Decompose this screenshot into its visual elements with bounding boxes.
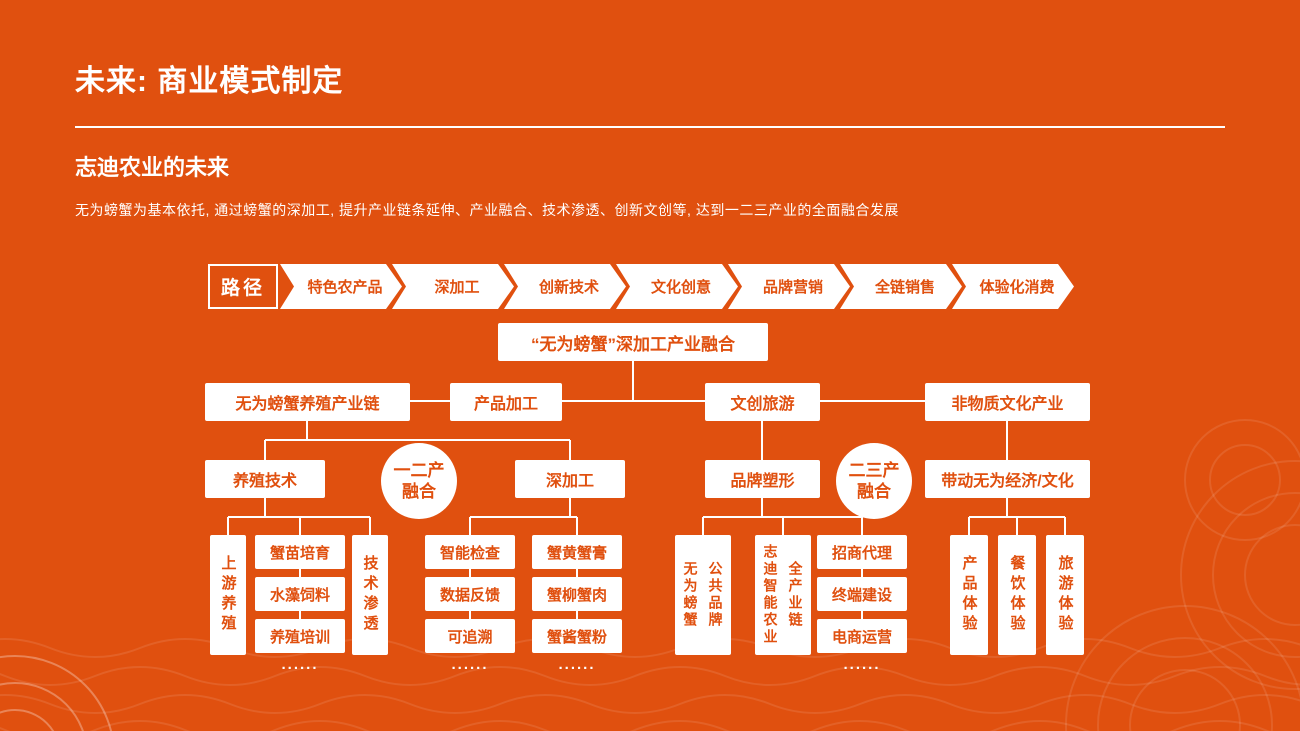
path-step-arrow: 品牌营销 bbox=[728, 264, 850, 309]
path-step-arrow: 深加工 bbox=[392, 264, 514, 309]
leaf-travel-experience-label: 旅游体验 bbox=[1056, 555, 1074, 635]
leaf-investment-agency: 招商代理 bbox=[817, 535, 907, 569]
path-row: 路径 特色农产品 深加工 创新技术 文化创意 品牌营销 全链销售 体验化消费 bbox=[208, 264, 1074, 309]
ellipsis-group2-right: ...... bbox=[558, 656, 596, 673]
ellipsis-group3: ...... bbox=[843, 656, 881, 673]
leaf-full-industry-chain: 志迪智能农业 全产业链 bbox=[755, 535, 811, 655]
section-description: 无为螃蟹为基本依托, 通过螃蟹的深加工, 提升产业链条延伸、产业融合、技术渗透、… bbox=[75, 202, 899, 218]
path-step-arrow: 创新技术 bbox=[504, 264, 626, 309]
title-divider bbox=[75, 126, 1225, 128]
leaf-product-experience: 产品体验 bbox=[950, 535, 988, 655]
leaf-dining-experience-label: 餐饮体验 bbox=[1008, 555, 1026, 635]
leaf-crab-roe-paste: 蟹黄蟹膏 bbox=[532, 535, 622, 569]
leaf-terminal-construction: 终端建设 bbox=[817, 577, 907, 611]
node-intangible-culture-industry: 非物质文化产业 bbox=[925, 383, 1090, 421]
fusion-circle-line2: 融合 bbox=[857, 482, 891, 501]
node-drive-economy-culture: 带动无为经济/文化 bbox=[925, 460, 1090, 498]
path-step-arrow: 全链销售 bbox=[840, 264, 962, 309]
ellipsis-group2-left: ...... bbox=[451, 656, 489, 673]
leaf-ecommerce-operation: 电商运营 bbox=[817, 619, 907, 653]
path-step-arrow: 体验化消费 bbox=[952, 264, 1074, 309]
path-step-arrow: 文化创意 bbox=[616, 264, 738, 309]
fusion-circle-secondary-tertiary: 二三产 融合 bbox=[836, 443, 912, 519]
leaf-full-industry-chain-col1: 志迪智能农业 bbox=[762, 544, 779, 646]
leaf-product-experience-label: 产品体验 bbox=[960, 555, 978, 635]
leaf-public-brand-col1: 无为螃蟹 bbox=[682, 561, 699, 629]
leaf-upstream-breeding-label: 上游养殖 bbox=[219, 555, 237, 635]
leaf-crab-seedling: 蟹苗培育 bbox=[255, 535, 345, 569]
leaf-crab-sauce-powder: 蟹酱蟹粉 bbox=[532, 619, 622, 653]
node-deep-processing: 深加工 bbox=[515, 460, 625, 498]
node-breeding-technology: 养殖技术 bbox=[205, 460, 325, 498]
leaf-data-feedback: 数据反馈 bbox=[425, 577, 515, 611]
node-root: “无为螃蟹”深加工产业融合 bbox=[498, 323, 768, 361]
leaf-public-brand-col2: 公共品牌 bbox=[707, 561, 724, 629]
ellipsis-group1: ...... bbox=[281, 656, 319, 673]
fusion-circle-line2: 融合 bbox=[402, 482, 436, 501]
fusion-circle-line1: 二三产 bbox=[848, 460, 900, 480]
leaf-tech-penetration: 技术渗透 bbox=[352, 535, 388, 655]
path-step-arrow: 特色农产品 bbox=[280, 264, 402, 309]
leaf-tech-penetration-label: 技术渗透 bbox=[361, 555, 379, 635]
fusion-circle-line1: 一二产 bbox=[393, 460, 445, 480]
leaf-smart-inspection: 智能检查 bbox=[425, 535, 515, 569]
leaf-breeding-training: 养殖培训 bbox=[255, 619, 345, 653]
leaf-travel-experience: 旅游体验 bbox=[1046, 535, 1084, 655]
leaf-public-brand: 无为螃蟹 公共品牌 bbox=[675, 535, 731, 655]
section-heading: 志迪农业的未来 bbox=[75, 155, 230, 180]
leaf-full-industry-chain-col2: 全产业链 bbox=[787, 561, 804, 629]
fusion-circle-primary-secondary: 一二产 融合 bbox=[381, 443, 457, 519]
path-label: 路径 bbox=[208, 264, 278, 309]
leaf-dining-experience: 餐饮体验 bbox=[998, 535, 1036, 655]
node-breeding-industry-chain: 无为螃蟹养殖产业链 bbox=[205, 383, 410, 421]
node-brand-shaping: 品牌塑形 bbox=[705, 460, 820, 498]
leaf-traceable: 可追溯 bbox=[425, 619, 515, 653]
leaf-crab-stick-meat: 蟹柳蟹肉 bbox=[532, 577, 622, 611]
leaf-upstream-breeding: 上游养殖 bbox=[210, 535, 246, 655]
leaf-algae-feed: 水藻饲料 bbox=[255, 577, 345, 611]
node-product-processing: 产品加工 bbox=[450, 383, 562, 421]
page-title: 未来: 商业模式制定 bbox=[75, 65, 344, 98]
node-cultural-tourism: 文创旅游 bbox=[705, 383, 820, 421]
